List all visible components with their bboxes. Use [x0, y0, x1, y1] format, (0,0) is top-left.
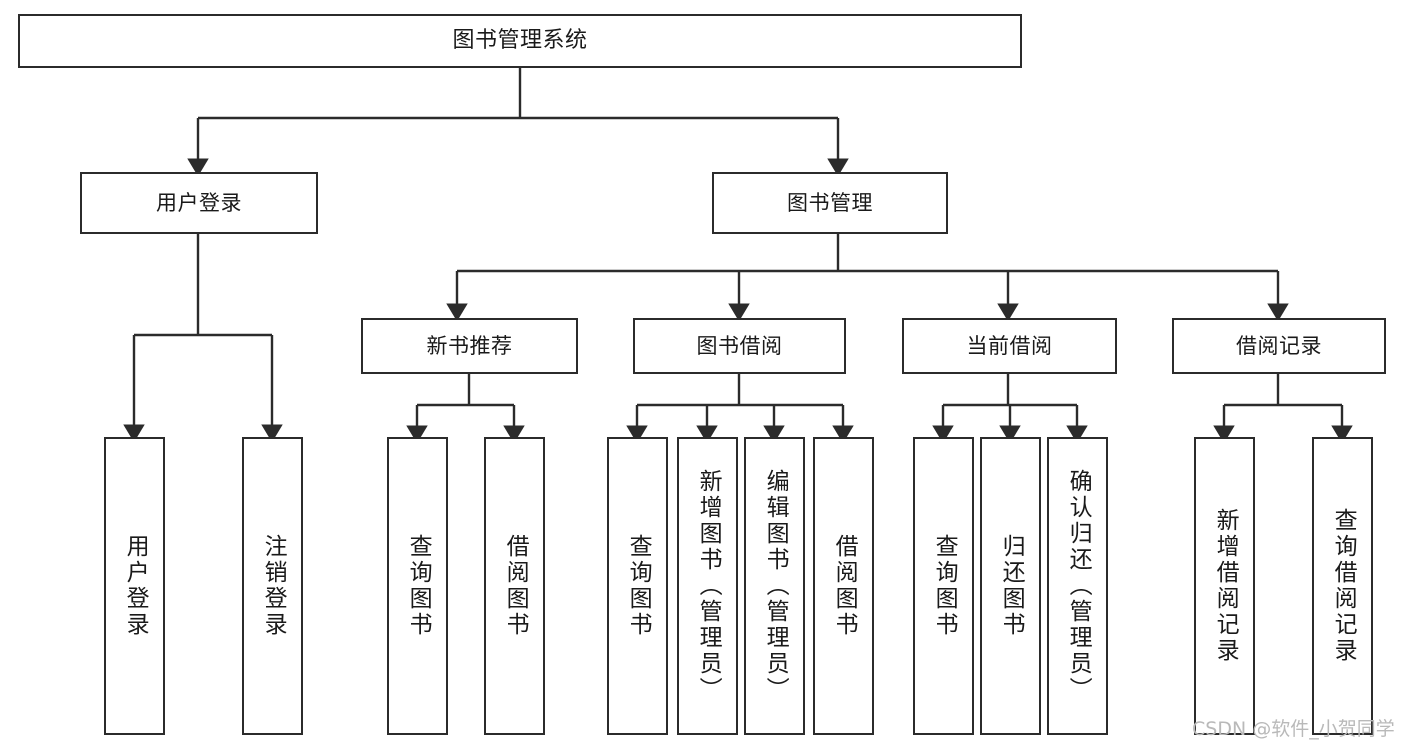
- node-borrow-record[interactable]: 借阅记录: [1172, 318, 1386, 374]
- node-new-book-recommend-label: 新书推荐: [426, 333, 513, 358]
- node-current-borrow-label: 当前借阅: [966, 333, 1053, 358]
- node-leaf-edit-book-label: 编辑图书（管理员）: [762, 469, 789, 703]
- node-leaf-query-book-1-label: 查询图书: [405, 534, 432, 638]
- node-leaf-query-record-label: 查询借阅记录: [1330, 508, 1357, 664]
- node-leaf-query-book-2[interactable]: 查询图书: [607, 437, 668, 735]
- node-root[interactable]: 图书管理系统: [18, 14, 1022, 68]
- node-leaf-user-logout-label: 注销登录: [260, 534, 287, 638]
- node-leaf-query-book-3-label: 查询图书: [931, 534, 958, 638]
- node-leaf-borrow-book-2[interactable]: 借阅图书: [813, 437, 874, 735]
- node-leaf-query-record[interactable]: 查询借阅记录: [1312, 437, 1373, 735]
- node-leaf-query-book-2-label: 查询图书: [625, 534, 652, 638]
- node-book-borrow-label: 图书借阅: [696, 333, 783, 358]
- node-leaf-borrow-book-2-label: 借阅图书: [831, 534, 858, 638]
- node-leaf-user-logout[interactable]: 注销登录: [242, 437, 303, 735]
- node-leaf-query-book-1[interactable]: 查询图书: [387, 437, 448, 735]
- node-leaf-add-book[interactable]: 新增图书（管理员）: [677, 437, 738, 735]
- node-user-login[interactable]: 用户登录: [80, 172, 318, 234]
- node-leaf-user-login[interactable]: 用户登录: [104, 437, 165, 735]
- node-book-manage-label: 图书管理: [787, 190, 873, 215]
- node-leaf-borrow-book-1[interactable]: 借阅图书: [484, 437, 545, 735]
- node-leaf-user-login-label: 用户登录: [122, 534, 149, 638]
- node-root-label: 图书管理系统: [452, 28, 588, 54]
- node-book-manage[interactable]: 图书管理: [712, 172, 948, 234]
- node-leaf-add-record[interactable]: 新增借阅记录: [1194, 437, 1255, 735]
- node-leaf-confirm-return-label: 确认归还（管理员）: [1065, 469, 1092, 703]
- node-user-login-label: 用户登录: [156, 190, 242, 215]
- node-current-borrow[interactable]: 当前借阅: [902, 318, 1117, 374]
- node-leaf-borrow-book-1-label: 借阅图书: [502, 534, 529, 638]
- node-leaf-add-record-label: 新增借阅记录: [1212, 508, 1239, 664]
- watermark-csdn: CSDN @软件_小贺同学: [1192, 718, 1395, 740]
- node-borrow-record-label: 借阅记录: [1236, 333, 1322, 358]
- node-leaf-confirm-return[interactable]: 确认归还（管理员）: [1047, 437, 1108, 735]
- node-leaf-return-book-label: 归还图书: [998, 534, 1025, 638]
- node-leaf-return-book[interactable]: 归还图书: [980, 437, 1041, 735]
- node-leaf-add-book-label: 新增图书（管理员）: [695, 469, 722, 703]
- node-leaf-edit-book[interactable]: 编辑图书（管理员）: [744, 437, 805, 735]
- node-book-borrow[interactable]: 图书借阅: [633, 318, 846, 374]
- node-new-book-recommend[interactable]: 新书推荐: [361, 318, 578, 374]
- node-leaf-query-book-3[interactable]: 查询图书: [913, 437, 974, 735]
